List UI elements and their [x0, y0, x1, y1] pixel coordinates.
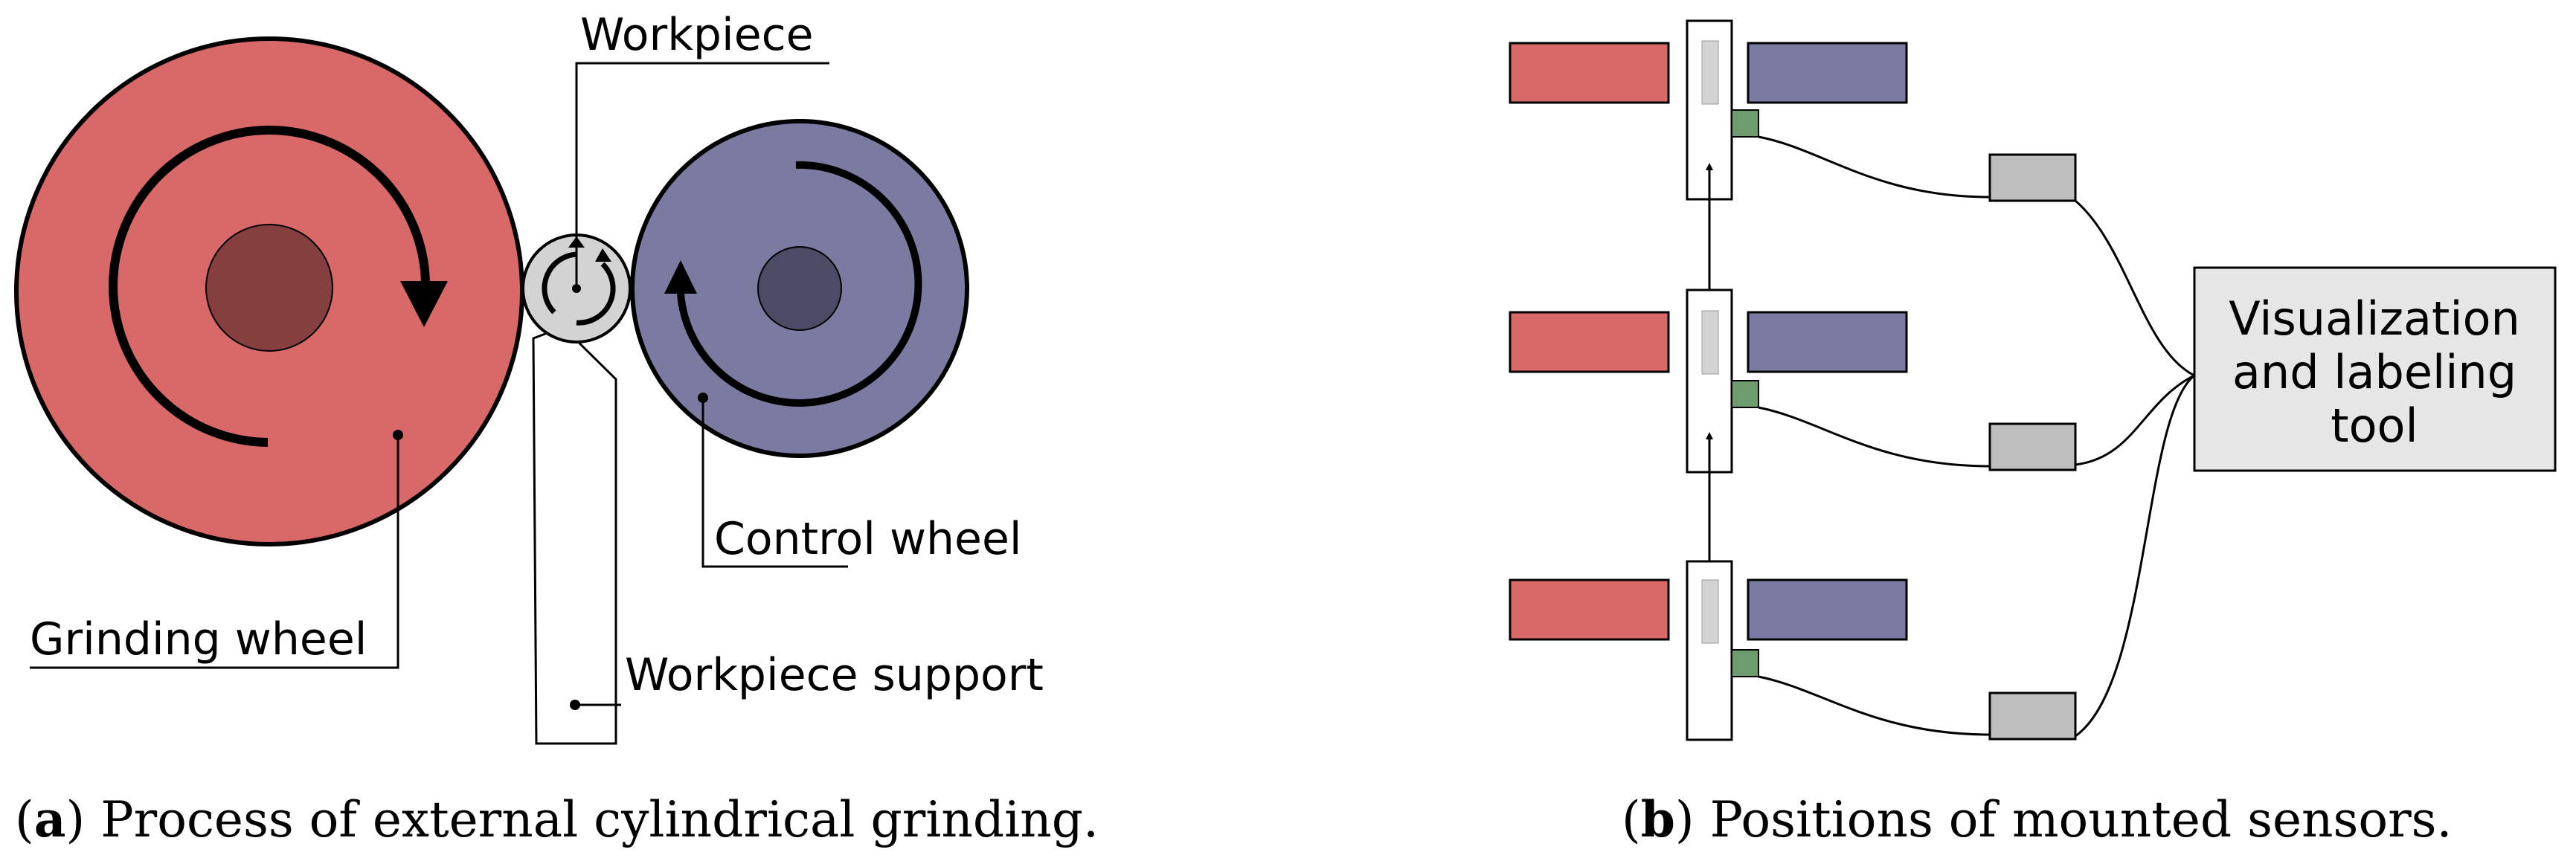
- grinding-block-3: [1509, 578, 1670, 641]
- caption-a-text: ) Process of external cylindrical grindi…: [66, 791, 1099, 848]
- workpiece-insert-2: [1701, 310, 1719, 375]
- workpiece-support: [532, 326, 617, 745]
- workpiece-rotation-arrow-2: [576, 262, 616, 326]
- grinding-wheel-leader: [30, 435, 399, 669]
- panel-a: Workpiece Control wheel Grinding wheel W…: [14, 9, 1099, 848]
- control-block-3: [1747, 578, 1908, 641]
- grinding-rotation-arrowhead: [400, 281, 448, 327]
- control-wheel-hub: [757, 246, 842, 331]
- grinding-rotation-arrow: [109, 126, 430, 447]
- tool-cables: [2075, 199, 2195, 738]
- sensor-2: [1731, 380, 1759, 408]
- workpiece-dot: [572, 284, 581, 293]
- workpiece-insert-1: [1701, 40, 1719, 105]
- tool-cable-1: [2075, 199, 2195, 377]
- tool-label-line-3: tool: [2331, 399, 2418, 453]
- sensor-cables: [1758, 135, 1991, 736]
- sensor-row-2: [1509, 288, 2077, 474]
- caption-a: (a) Process of external cylindrical grin…: [15, 790, 1099, 848]
- tool-cable-3: [2075, 374, 2195, 738]
- control-block-2: [1747, 311, 1908, 373]
- tool-label-line-1: Visualization: [2229, 291, 2520, 346]
- cable-2: [1758, 406, 1991, 468]
- grinding-wheel-hub: [205, 224, 333, 352]
- workpiece-insert-3: [1701, 579, 1719, 644]
- caption-b: (b) Positions of mounted sensors.: [1622, 790, 2453, 848]
- grinding-block-1: [1509, 42, 1670, 104]
- label-control-wheel: Control wheel: [714, 513, 1022, 565]
- sensor-row-3: [1509, 560, 2077, 741]
- workpiece-support-dot: [570, 700, 580, 710]
- grinding-wheel-dot: [393, 430, 403, 440]
- sensor-box-3: [1988, 691, 2077, 741]
- cable-3: [1758, 675, 1991, 736]
- control-wheel-leader: [701, 398, 848, 568]
- sensor-box-1: [1988, 153, 2077, 202]
- control-wheel-dot: [698, 393, 708, 403]
- label-workpiece-support: Workpiece support: [625, 649, 1044, 701]
- tool-label-line-2: and labeling: [2232, 345, 2516, 399]
- sensor-row-1: [1509, 19, 2077, 202]
- workpiece-leader: [575, 62, 829, 288]
- control-block-1: [1747, 42, 1908, 104]
- cable-1: [1758, 135, 1991, 199]
- workpiece-arrowhead-2: [595, 248, 611, 262]
- sensor-1: [1731, 109, 1759, 138]
- grinding-block-2: [1509, 311, 1670, 373]
- leader-lines: [30, 62, 848, 706]
- caption-a-letter: a: [34, 790, 66, 848]
- visualization-tool-box: [2193, 266, 2557, 472]
- label-grinding-wheel: Grinding wheel: [30, 613, 367, 665]
- caption-b-letter: b: [1641, 790, 1675, 848]
- workpiece-rotation-arrow-1: [542, 251, 577, 315]
- sensor-3: [1731, 649, 1759, 677]
- label-workpiece: Workpiece: [580, 9, 814, 61]
- control-rotation-arrowhead: [664, 260, 697, 294]
- sensor-box-2: [1988, 422, 2077, 471]
- tool-cable-2: [2075, 374, 2195, 466]
- control-rotation-arrow: [677, 161, 922, 407]
- caption-b-text: ) Positions of mounted sensors.: [1675, 791, 2453, 848]
- panel-b: Visualization and labeling tool (b) Posi…: [1509, 19, 2557, 848]
